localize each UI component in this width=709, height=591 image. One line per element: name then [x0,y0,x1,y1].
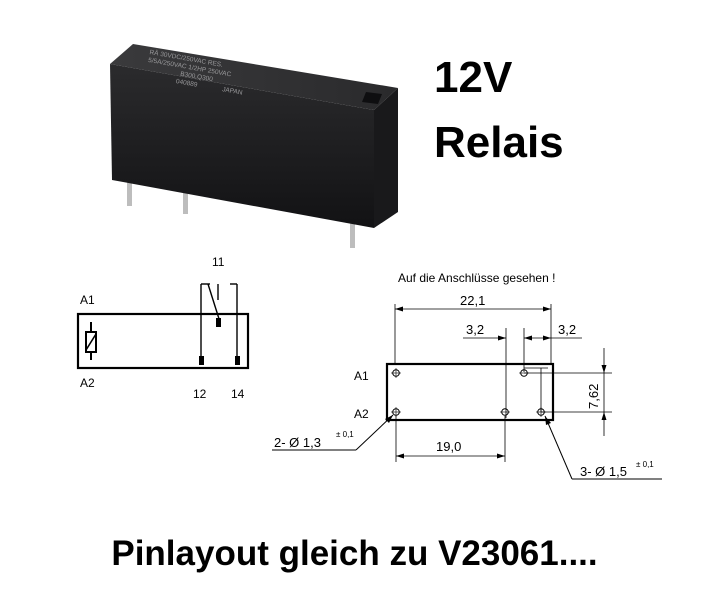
hole-large-label: 3- Ø 1,5 [580,464,627,479]
relay-photo: RÄ 30VDC/250VAC RES. 5/5A/250VAC 1/2HP 2… [110,44,398,248]
footer-note: Pinlayout gleich zu V23061.... [111,534,598,573]
dim-arrow [601,412,607,420]
dim-arrow [385,415,393,423]
dim-pin-span: 19,0 [436,439,461,454]
dim-arrow [395,306,403,312]
title-relay: Relais [434,118,564,167]
dim-length: 22,1 [460,293,485,308]
switch-contact [235,356,240,365]
relay-pin [183,184,188,214]
relay-print-line: 040889 [175,78,198,89]
dim-arrow [524,335,532,341]
hole-small-tolerance: ± 0,1 [336,430,354,439]
dim-arrow [396,453,404,459]
relay-pin [127,176,132,206]
pin-label-14: 14 [231,387,245,401]
dim-arrow [601,365,607,373]
drawing-heading: Auf die Anschlüsse gesehen ! [398,271,555,285]
relay-schematic: 11 A1 A2 12 14 [76,255,250,401]
pin-label-a1: A1 [354,369,369,383]
relay-side-face [374,88,398,228]
dim-arrow [543,335,551,341]
pin-label-12: 12 [193,387,207,401]
dim-arrow [498,335,506,341]
switch-contact [199,356,204,365]
switch-blade [207,283,221,323]
leader-line [544,415,573,480]
relay-marker [362,92,382,104]
pin-label-a2: A2 [80,376,95,390]
dim-arrow [545,416,551,425]
relay-print-line: JAPAN [222,86,244,97]
switch-contact [216,318,221,327]
dim-left-offset: 3,2 [466,322,484,337]
relay-top-face [110,44,398,110]
hole-large-tolerance: ± 0,1 [636,460,654,469]
pin-label-a2: A2 [354,407,369,421]
dim-arrow [497,453,505,459]
coil-diagonal [85,333,97,351]
pin-label-11: 11 [212,255,225,269]
pin-label-a1: A1 [80,293,95,307]
schematic-outline [76,312,250,370]
hole-small-label: 2- Ø 1,3 [274,435,321,450]
relay-front-face [110,64,374,228]
relay-pin [350,218,355,248]
title-voltage: 12V [434,53,513,102]
dimension-drawing: Auf die Anschlüsse gesehen ! 22,1 3,2 3,… [272,271,662,480]
dim-height: 7,62 [586,384,601,409]
dim-arrow [543,306,551,312]
dim-right-offset: 3,2 [558,322,576,337]
drawing-outline [385,362,555,422]
